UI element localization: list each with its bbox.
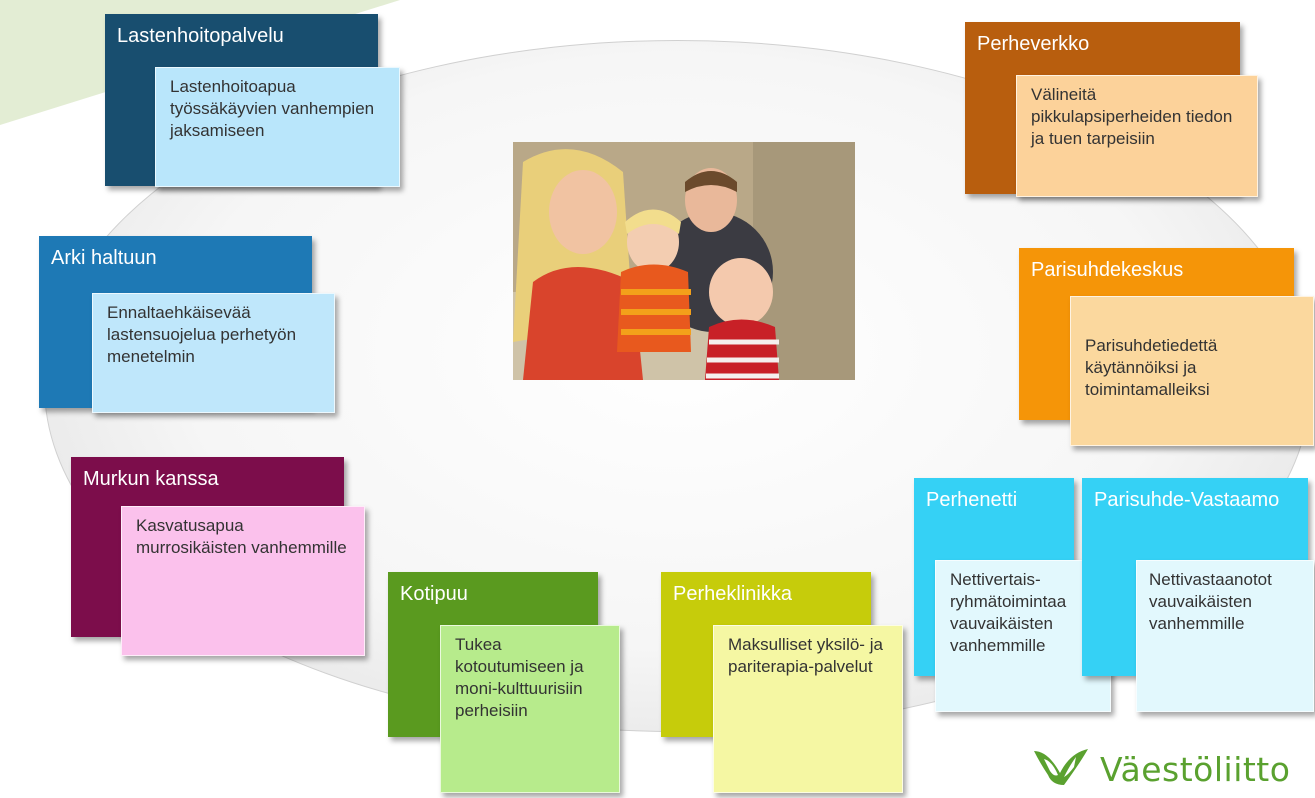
service-description: Lastenhoitoapua työssäkäyvien vanhempien… xyxy=(155,67,400,187)
service-description: Välineitä pikkulapsiperheiden tiedon ja … xyxy=(1016,75,1258,197)
vaestoliitto-logo-icon xyxy=(1034,749,1088,785)
service-description: Tukea kotoutumiseen ja moni-kulttuurisii… xyxy=(440,625,620,793)
service-description: Kasvatusapua murrosikäisten vanhemmille xyxy=(121,506,365,656)
service-description: Nettivastaanotot vauvaikäisten vanhemmil… xyxy=(1136,560,1314,712)
service-description: Ennaltaehkäisevää lastensuojelua perhety… xyxy=(92,293,335,413)
family-photo xyxy=(513,142,855,380)
logo-text: Väestöliitto xyxy=(1100,750,1291,789)
service-description: Parisuhdetiedettä käytännöiksi ja toimin… xyxy=(1070,296,1314,446)
service-description: Maksulliset yksilö- ja pariterapia-palve… xyxy=(713,625,903,793)
service-description: Nettivertais-ryhmätoimintaa vauvaikäiste… xyxy=(935,560,1111,712)
